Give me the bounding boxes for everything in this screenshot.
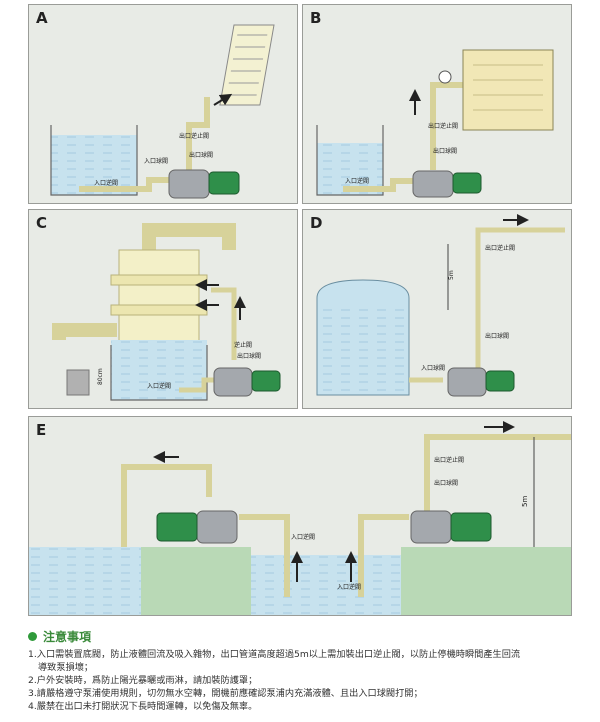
panel-letter: A xyxy=(36,9,48,27)
notes-section: 注意事項 1.入口需裝置底閥，防止液體回流及吸入雜物，出口管道高度超過5m以上需… xyxy=(28,628,588,713)
diagram-c: 逆止閥 出口球閥 入口逆閥 80cm xyxy=(52,223,281,401)
notes-title: 注意事項 xyxy=(28,628,588,645)
panel-letter: B xyxy=(310,9,322,27)
panel-a: A 出口逆止閥 出口球閥 入口球閥 入口逆閥 xyxy=(28,4,298,204)
notes-title-text: 注意事項 xyxy=(43,630,92,644)
diagram-d: 出口逆止閥 出口球閥 入口球閥 5m xyxy=(316,214,565,397)
note-4: 4.嚴禁在出口未打開狀況下長時間運轉，以免傷及無辜。 xyxy=(28,701,258,712)
label-inlet-gate: 入口逆閥 xyxy=(345,177,369,185)
label-outlet-ball: 出口球閥 xyxy=(237,352,261,360)
diagram-a: 出口逆止閥 出口球閥 入口球閥 入口逆閥 xyxy=(50,24,275,199)
label-outlet-ball: 出口球閥 xyxy=(485,332,509,340)
panel-letter: E xyxy=(36,421,47,439)
panel-letter: D xyxy=(310,214,323,232)
note-1: 1.入口需裝置底閥，防止液體回流及吸入雜物，出口管道高度超過5m以上需加裝出口逆… xyxy=(28,649,521,660)
label-height: 80cm xyxy=(97,368,104,385)
note-1-cont: 導致泵損壞； xyxy=(38,662,94,673)
label-outlet-ball: 出口球閥 xyxy=(189,151,213,159)
label-outlet-check: 出口逆止閥 xyxy=(485,244,515,252)
panel-c: C 逆止閥 出口球閥 入口逆閥 80cm xyxy=(28,209,298,409)
note-3: 3.請嚴格遵守泵浦使用規則，切勿無水空轉，開機前應確認泵浦内充滿液體、且出入口球… xyxy=(28,688,423,699)
panel-letter: C xyxy=(36,214,48,232)
label-outlet-check: 出口逆止閥 xyxy=(428,122,458,130)
label-inlet-gate: 入口逆閥 xyxy=(291,533,315,541)
label-height: 5m xyxy=(521,496,529,507)
panel-e: E 出口逆止閥 出口球閥 入口逆閥 入口逆閥 5m xyxy=(28,416,572,616)
label-inlet-ball: 入口球閥 xyxy=(421,364,445,372)
label-inlet-gate2: 入口逆閥 xyxy=(337,583,361,591)
label-outlet-check: 出口逆止閥 xyxy=(434,456,464,464)
label-inlet-gate: 入口逆閥 xyxy=(147,382,171,390)
bullet-icon xyxy=(28,632,37,641)
label-inlet-ball: 入口球閥 xyxy=(144,157,168,165)
label-check: 逆止閥 xyxy=(234,341,252,349)
label-outlet-ball: 出口球閥 xyxy=(434,479,458,487)
panel-d: D 出口逆止閥 出口球閥 入口球閥 5m xyxy=(302,209,572,409)
diagram-b: 出口逆止閥 出口球閥 入口逆閥 xyxy=(316,49,554,198)
label-inlet-gate: 入口逆閥 xyxy=(94,179,118,187)
label-height: 5m xyxy=(448,270,455,280)
label-outlet-check: 出口逆止閥 xyxy=(179,132,209,140)
panel-b: B 出口逆止閥 出口球閥 入口逆閥 xyxy=(302,4,572,204)
note-2: 2.户外安裝時，爲防止陽光暴曬或雨淋，請加裝防護罩； xyxy=(28,675,258,686)
diagram-e: 出口逆止閥 出口球閥 入口逆閥 入口逆閥 5m xyxy=(29,421,571,615)
label-outlet-ball: 出口球閥 xyxy=(433,147,457,155)
